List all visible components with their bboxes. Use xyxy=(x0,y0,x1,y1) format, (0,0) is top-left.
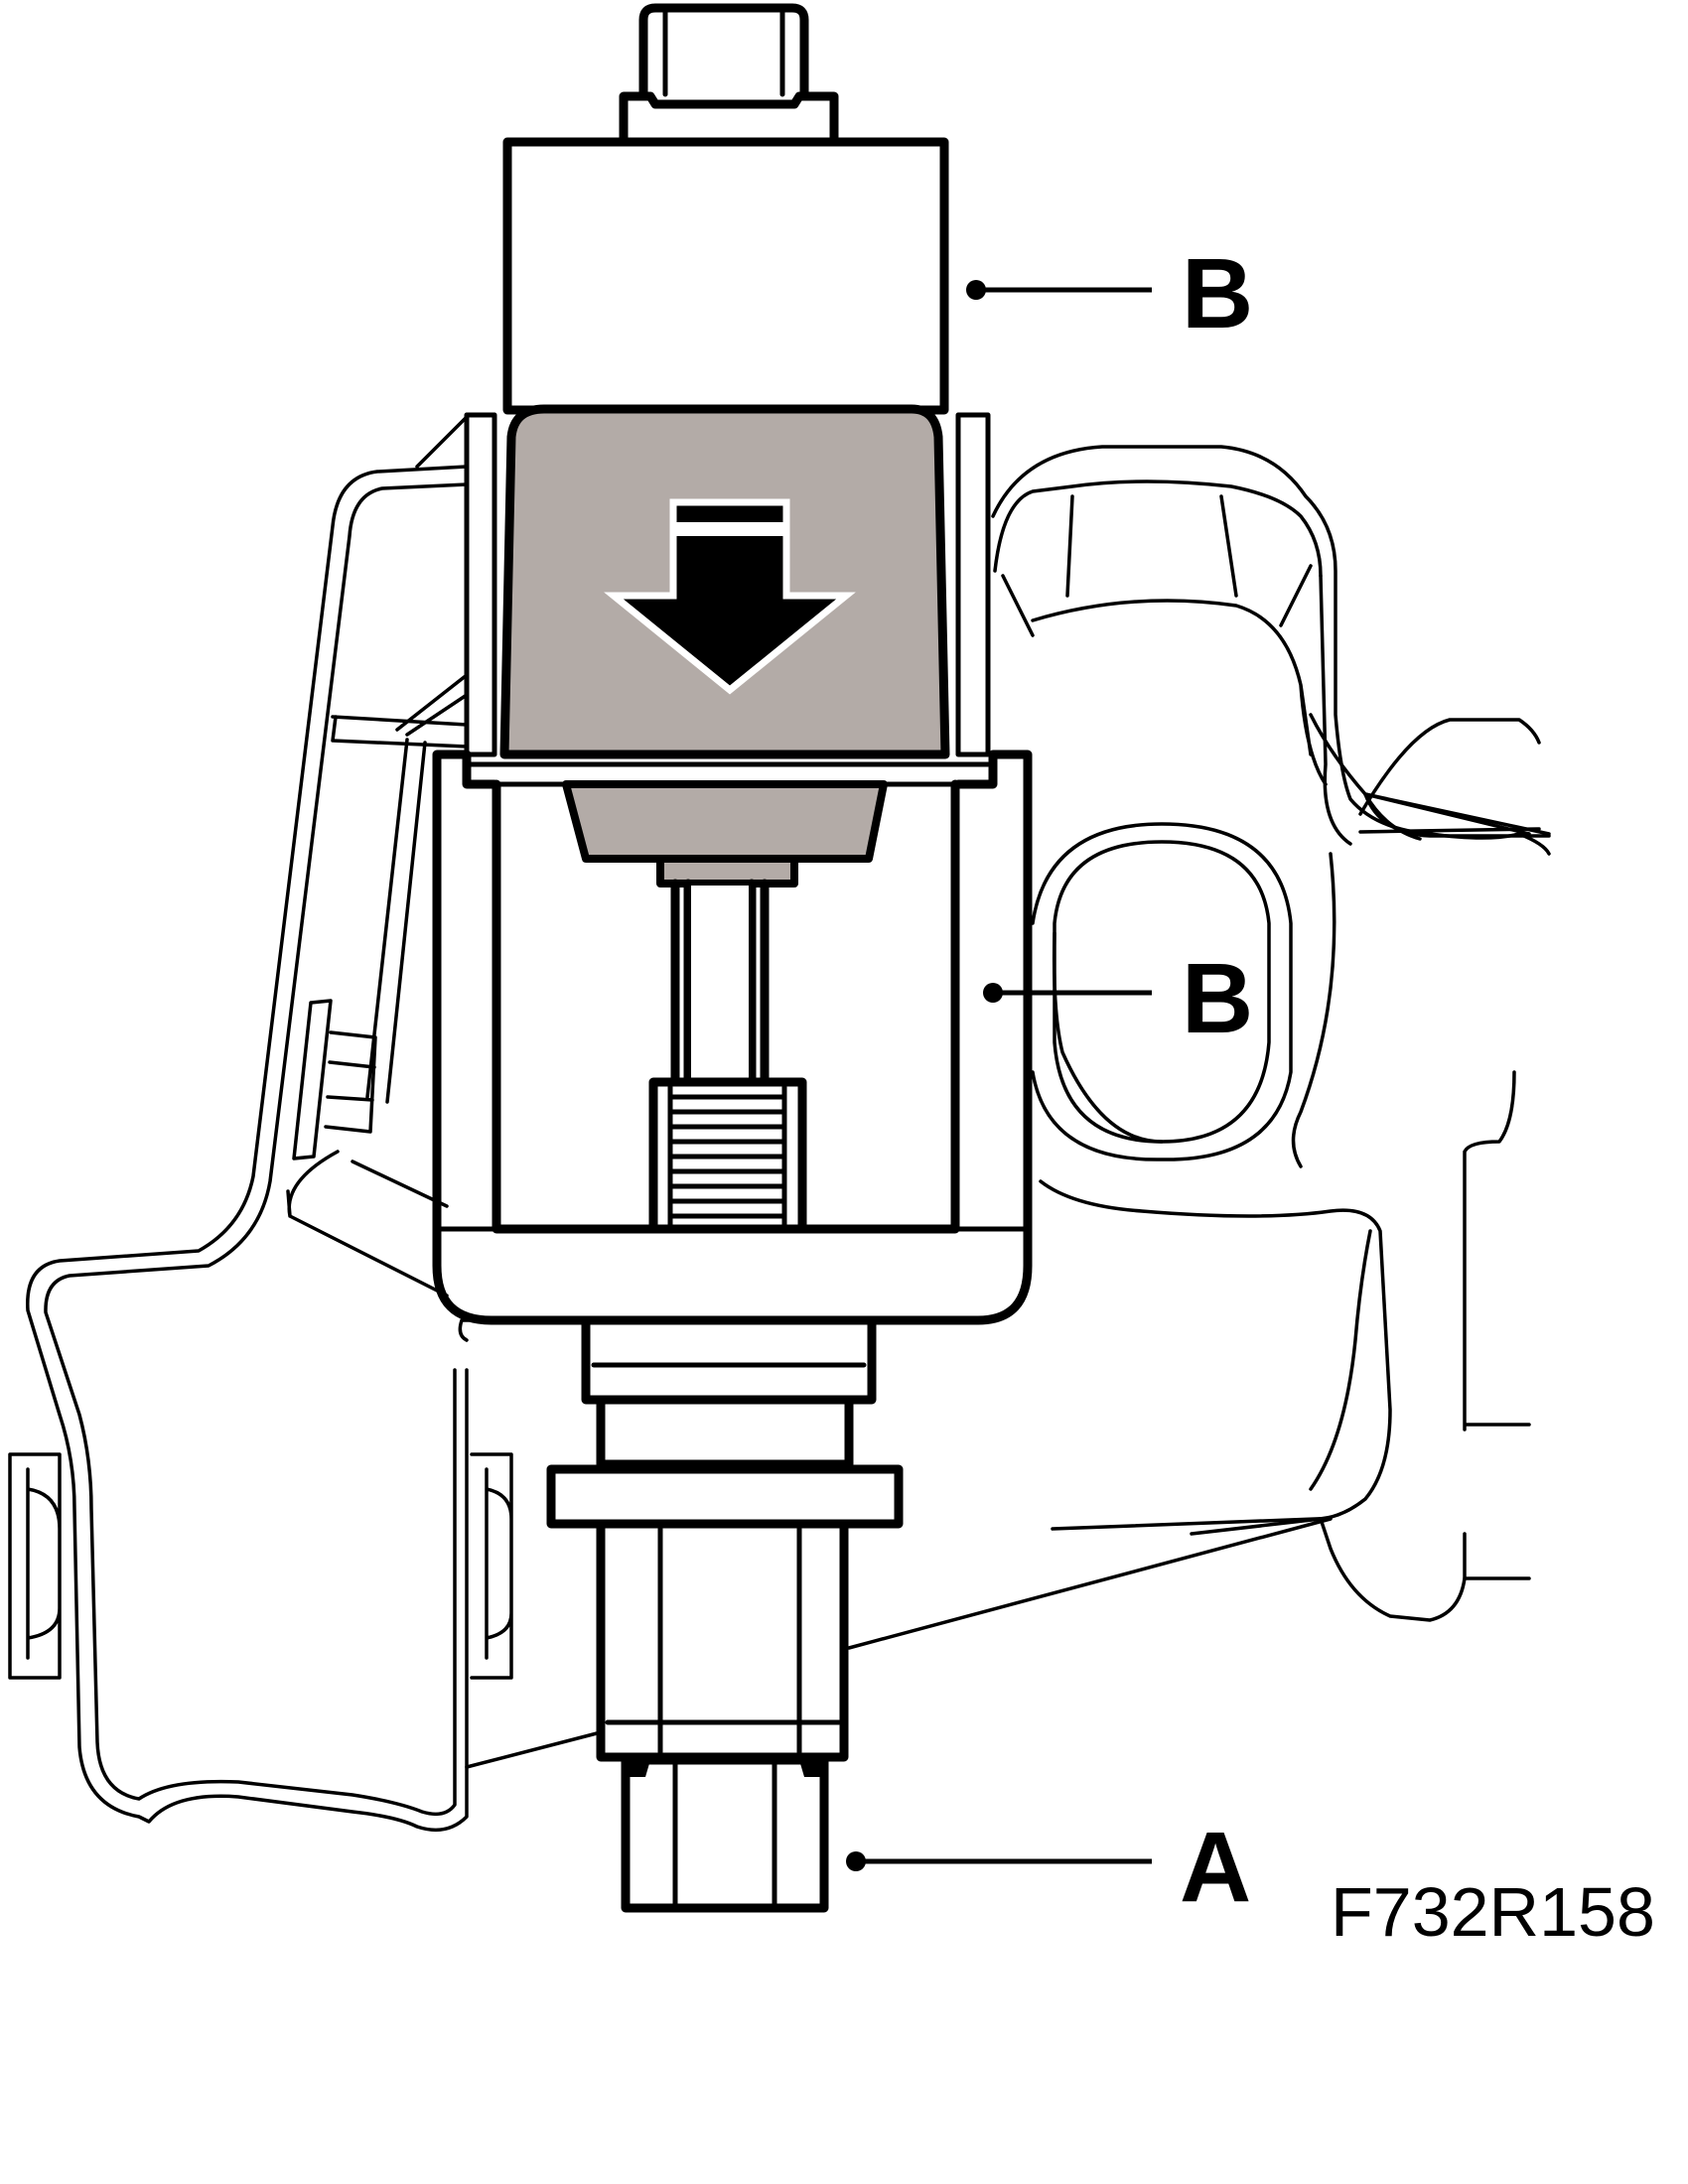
callout-a: A xyxy=(846,1812,1251,1923)
left-housing-inner xyxy=(44,482,469,1817)
press-bushing-neck xyxy=(656,855,798,887)
callout-label-b-lower: B xyxy=(1182,943,1253,1054)
callout-label-b-upper: B xyxy=(1182,238,1253,349)
lower-link-lower xyxy=(465,1730,603,1769)
left-housing-outer xyxy=(26,465,469,1833)
right-boss-ring xyxy=(1052,931,1164,1144)
right-knuckle-ribs xyxy=(1001,494,1313,637)
callout-label-a: A xyxy=(1180,1812,1251,1923)
spindle-top-flange xyxy=(619,91,839,144)
press-tool xyxy=(432,3,1033,1913)
left-link-rod xyxy=(331,715,469,749)
background-linework xyxy=(8,415,1551,1833)
right-knuckle-outer xyxy=(991,445,1551,856)
right-boss-inner xyxy=(1053,840,1271,1144)
inner-shaft-fill xyxy=(691,886,749,1080)
right-body xyxy=(1291,574,1352,1168)
nut-threads xyxy=(667,1084,787,1229)
lower-collar-1 xyxy=(581,1318,877,1405)
arrow-bar xyxy=(675,522,784,536)
right-tick-lines xyxy=(1463,1070,1531,1580)
spindle-top-hex-lines xyxy=(662,7,785,97)
upper-rail-right xyxy=(955,412,991,757)
nut-a-lines xyxy=(672,1759,777,1909)
press-bushing xyxy=(562,780,888,863)
right-edge-lines xyxy=(1358,718,1541,834)
callout-b-lower: B xyxy=(983,943,1253,1054)
threaded-nut xyxy=(648,1077,807,1234)
nut-a xyxy=(621,1755,829,1913)
nut-a-bevel xyxy=(626,1760,824,1777)
lower-sleeve-lines xyxy=(605,1526,842,1755)
inner-shaft xyxy=(670,879,770,1087)
lower-link-upper xyxy=(847,1517,1333,1650)
spindle-top-hex xyxy=(638,3,809,99)
right-foot xyxy=(1190,1517,1467,1622)
lower-cup-b xyxy=(432,750,1033,1325)
lower-link-small xyxy=(458,1318,578,1342)
lower-collar-2 xyxy=(596,1395,854,1469)
center-clip xyxy=(470,1452,513,1680)
right-lower-member xyxy=(1039,1179,1392,1531)
figure-code: F732R158 xyxy=(1331,1873,1655,1951)
right-boss-outer xyxy=(1031,822,1293,1161)
right-arm-upper xyxy=(1309,713,1551,841)
left-strut xyxy=(286,1150,449,1297)
pressing-direction-arrow xyxy=(604,498,856,695)
right-arm-edge xyxy=(1363,792,1551,838)
left-clip xyxy=(8,1452,62,1680)
left-bracket-top xyxy=(395,415,469,737)
upper-rail-left xyxy=(464,412,497,757)
right-arm-line xyxy=(1363,792,1531,836)
upper-sleeve-b xyxy=(502,137,949,415)
right-knuckle-inner xyxy=(993,479,1323,578)
right-lower-inner xyxy=(1309,1229,1372,1491)
right-body-inner xyxy=(1031,599,1328,786)
left-bolt xyxy=(292,999,377,1160)
lower-flange xyxy=(546,1464,904,1529)
callout-b-upper: B xyxy=(966,238,1253,349)
